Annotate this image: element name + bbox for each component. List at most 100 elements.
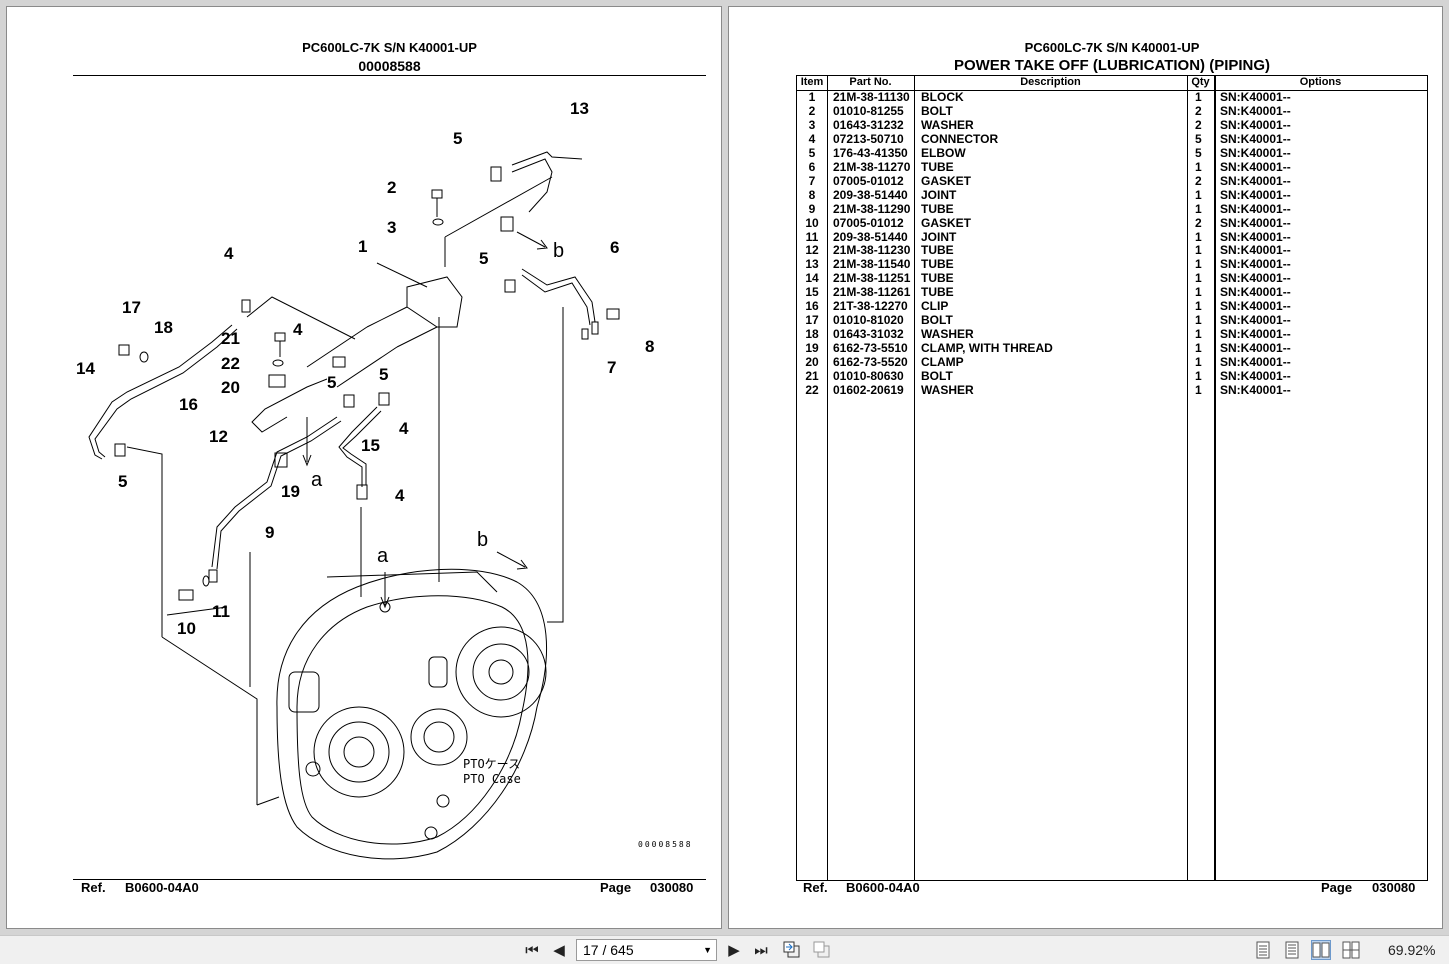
right-page-value: 030080 (1372, 880, 1416, 895)
callout-14: 14 (76, 359, 95, 378)
pto-case-label-jp: PTOケース (463, 757, 521, 771)
cell-part-no: 01602-20619 (833, 382, 904, 397)
cell-part-no: 01643-31232 (833, 117, 904, 132)
cell-options: SN:K40001-- (1220, 159, 1291, 174)
cell-item: 20 (805, 355, 819, 370)
drawing-id: 00008588 (358, 58, 421, 74)
cell-options: SN:K40001-- (1220, 341, 1291, 356)
cell-part-no: 01010-81255 (833, 103, 904, 118)
cell-part-no: 21M-38-11261 (833, 285, 911, 300)
left-page-label: Page (600, 880, 632, 895)
callout-9: 9 (265, 523, 275, 542)
cell-item: 21 (805, 369, 819, 383)
callout-20: 20 (221, 378, 240, 397)
right-ref-value: B0600-04A0 (846, 880, 920, 895)
page-number-select[interactable]: 17 / 645 ▼ (576, 939, 717, 961)
cell-item: 5 (808, 145, 816, 160)
exploded-diagram (88, 151, 620, 860)
callout-13: 13 (570, 99, 589, 118)
right-page: PC600LC-7K S/N K40001-UP POWER TAKE OFF … (728, 6, 1443, 929)
cell-item: 15 (805, 285, 819, 300)
cell-options: SN:K40001-- (1220, 201, 1291, 216)
callout-11: 11 (212, 602, 230, 621)
footer-rule (73, 879, 706, 880)
cell-part-no: 209-38-51440 (833, 229, 908, 244)
prev-page-icon[interactable]: ◀ (553, 942, 565, 959)
cell-options: SN:K40001-- (1220, 299, 1291, 314)
cell-options: SN:K40001-- (1220, 313, 1291, 328)
back-view-icon[interactable] (782, 940, 802, 960)
cell-qty: 1 (1195, 243, 1202, 258)
cell-description: GASKET (921, 173, 972, 188)
continuous-facing-icon[interactable] (1341, 940, 1361, 960)
cell-item: 7 (808, 173, 816, 188)
continuous-icon[interactable] (1282, 940, 1302, 960)
parts-list-title: POWER TAKE OFF (LUBRICATION) (PIPING) (953, 57, 1271, 74)
callout-b-case: b (477, 529, 489, 551)
cell-item: 3 (808, 117, 816, 132)
zoom-level[interactable]: 69.92% (1388, 942, 1436, 958)
right-model-title: PC600LC-7K S/N K40001-UP (1024, 40, 1200, 55)
cell-options: SN:K40001-- (1220, 103, 1291, 118)
callout-b: b (553, 240, 565, 262)
callout-4: 4 (395, 486, 405, 505)
cell-qty: 2 (1195, 215, 1202, 230)
cell-options: SN:K40001-- (1220, 382, 1291, 397)
drawing-code: 00008588 (638, 840, 693, 849)
document-viewport[interactable]: PC600LC-7K S/N K40001-UP 00008588 (0, 0, 1449, 935)
last-page-icon[interactable]: ⏭ (754, 941, 768, 959)
callout-17: 17 (122, 298, 141, 317)
cell-options: SN:K40001-- (1220, 229, 1291, 244)
cell-part-no: 176-43-41350 (833, 145, 908, 160)
facing-icon[interactable] (1311, 940, 1331, 960)
chevron-down-icon: ▼ (703, 945, 712, 955)
cell-item: 16 (805, 299, 819, 314)
col-divider (1214, 76, 1216, 880)
left-ref-value: B0600-04A0 (125, 880, 199, 895)
cell-part-no: 07213-50710 (833, 131, 904, 146)
cell-qty: 1 (1195, 327, 1202, 342)
cell-options: SN:K40001-- (1220, 271, 1291, 286)
cell-part-no: 21M-38-11130 (833, 90, 910, 104)
single-page-icon[interactable] (1253, 940, 1273, 960)
cell-part-no: 6162-73-5510 (833, 341, 908, 356)
next-page-icon[interactable]: ▶ (728, 942, 740, 959)
cell-options: SN:K40001-- (1220, 355, 1291, 370)
cell-qty: 1 (1195, 341, 1202, 356)
cell-qty: 1 (1195, 271, 1202, 286)
callout-8: 8 (645, 337, 655, 356)
cell-qty: 2 (1195, 173, 1202, 188)
cell-qty: 5 (1195, 145, 1202, 160)
cell-qty: 1 (1195, 369, 1202, 383)
first-page-icon[interactable]: ⏮ (525, 941, 539, 959)
cell-part-no: 6162-73-5520 (833, 355, 908, 370)
cell-qty: 2 (1195, 117, 1202, 132)
callout-16: 16 (179, 395, 198, 414)
cell-item: 19 (805, 341, 819, 356)
cell-description: JOINT (921, 229, 957, 244)
cell-item: 8 (808, 187, 816, 202)
cell-options: SN:K40001-- (1220, 90, 1291, 104)
cell-options: SN:K40001-- (1220, 131, 1291, 146)
callout-12: 12 (209, 427, 228, 446)
cell-options: SN:K40001-- (1220, 215, 1291, 230)
forward-view-icon[interactable] (812, 940, 832, 960)
cell-description: CLAMP (921, 355, 964, 370)
cell-item: 6 (808, 159, 816, 174)
viewer-toolbar: ⏮ ◀ 17 / 645 ▼ ▶ ⏭ 69.92% (0, 935, 1449, 964)
callout-19: 19 (281, 482, 300, 501)
